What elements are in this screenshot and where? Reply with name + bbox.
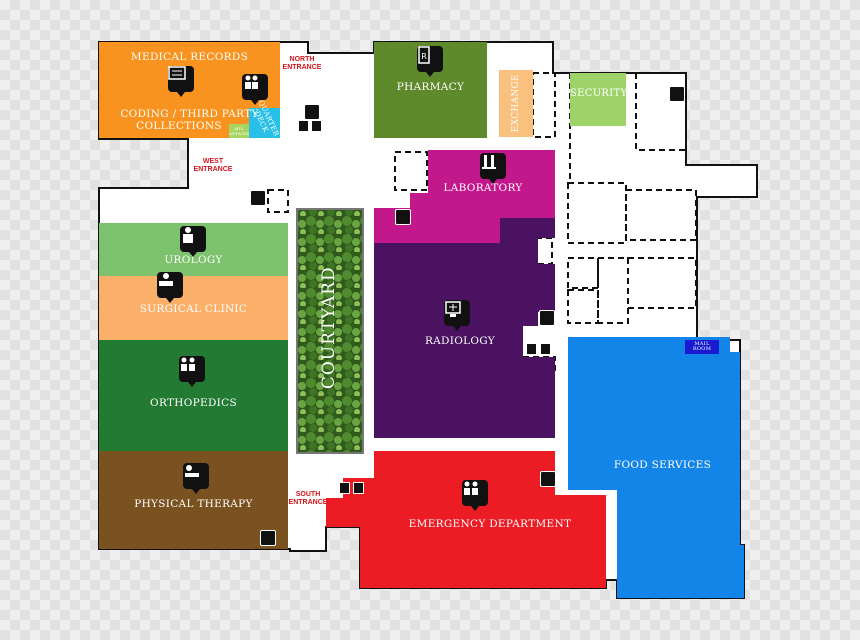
north-entrance-label: NORTH ENTRANCE: [282, 56, 322, 72]
stairs-icon: [250, 190, 266, 206]
radiology-label: RADIOLOGY: [424, 335, 496, 347]
exchange-label: EXCHANGE: [510, 74, 521, 133]
urology-label: UROLOGY: [164, 254, 223, 266]
medical-records-icon: [168, 66, 194, 97]
food-services-area: [568, 337, 744, 598]
urology-icon: [180, 226, 206, 257]
south-entrance-label: SOUTH ENTRANCE: [288, 491, 328, 507]
orthopedics-label: ORTHOPEDICS: [150, 397, 237, 409]
laboratory-icon: [480, 153, 506, 184]
elevator-icon: [526, 343, 537, 355]
elevator-icon: [298, 120, 309, 132]
coding-label: CODING / THIRD PARTY: [120, 108, 259, 120]
mil-affairs-label: MIL AFFAIRS: [229, 126, 250, 136]
mail-room-area: [685, 340, 719, 354]
elevator-icon: [540, 343, 551, 355]
food-services-label: FOOD SERVICES: [613, 459, 712, 471]
emergency-area: [326, 451, 606, 588]
stairs-icon: [395, 209, 411, 225]
laboratory-area: [374, 150, 555, 243]
radiology-icon: [444, 300, 470, 331]
security-label: SECURITY: [570, 88, 628, 99]
surgical-clinic-area: [99, 276, 288, 340]
orthopedics-icon: [179, 356, 205, 387]
stairs-icon: [260, 530, 276, 546]
stairs-icon: [304, 104, 320, 120]
physical-therapy-icon: [183, 463, 209, 494]
radiology-area: [374, 218, 555, 438]
pharmacy-icon: R: [417, 46, 443, 77]
elevator-icon: [339, 482, 350, 494]
stairs-icon: [669, 86, 685, 102]
collections-label: COLLECTIONS: [136, 120, 222, 132]
surgical-clinic-icon: [157, 272, 183, 303]
emergency-label: EMERGENCY DEPARTMENT: [408, 518, 572, 530]
west-entrance-label: WEST ENTRANCE: [193, 158, 233, 174]
mail-room-label: MAIL ROOM: [692, 341, 712, 352]
security-area: [570, 73, 626, 126]
staff-icon: [242, 74, 268, 105]
svg-text:R: R: [421, 52, 427, 61]
mil-affairs-area: [229, 124, 249, 138]
elevator-icon: [311, 120, 322, 132]
courtyard-area: [296, 208, 364, 454]
stairs-icon: [539, 310, 555, 326]
surgical-clinic-label: SURGICAL CLINIC: [139, 303, 248, 315]
courtyard-label: COURTYARD: [319, 266, 340, 390]
physical-therapy-label: PHYSICAL THERAPY: [134, 498, 253, 510]
medical-records-label: MEDICAL RECORDS: [130, 51, 249, 63]
stairs-icon: [540, 471, 556, 487]
exchange-area: [499, 70, 533, 137]
pharmacy-label: PHARMACY: [396, 81, 465, 93]
emergency-icon: [462, 480, 488, 511]
elevator-icon: [353, 482, 364, 494]
quarter-deck-area: [249, 108, 280, 138]
laboratory-label: LABORATORY: [443, 182, 523, 194]
